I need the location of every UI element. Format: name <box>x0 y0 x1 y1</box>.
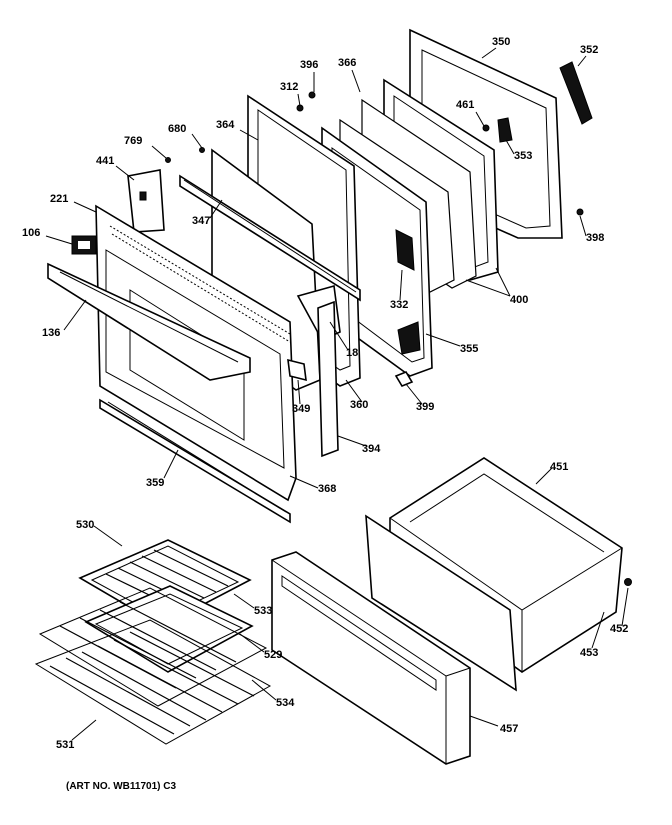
screw-769 <box>165 157 171 163</box>
clip-349 <box>287 358 307 382</box>
vent-rail-347 <box>179 174 361 302</box>
leader-lines <box>45 47 629 741</box>
screw-680 <box>199 147 205 153</box>
screw-398 <box>576 208 584 216</box>
callout-368: 368 <box>318 483 336 495</box>
broiler-pan-bottom-529 <box>84 585 254 673</box>
hinge-strip-352 <box>559 61 593 125</box>
callout-534: 534 <box>276 697 295 709</box>
callout-398: 398 <box>586 232 604 244</box>
callout-360: 360 <box>350 399 368 411</box>
block-399 <box>394 371 414 387</box>
callout-529: 529 <box>264 649 282 661</box>
clip-353 <box>497 117 513 143</box>
callout-453: 453 <box>580 647 598 659</box>
callout-769: 769 <box>124 135 142 147</box>
callout-106: 106 <box>22 227 40 239</box>
broiler-pan-530 <box>78 539 252 627</box>
callout-352: 352 <box>580 44 598 56</box>
callout-394: 394 <box>362 443 381 455</box>
callout-349: 349 <box>292 403 310 415</box>
bracket-441 <box>127 169 165 233</box>
callout-353: 353 <box>514 150 532 162</box>
callout-441: 441 <box>96 155 114 167</box>
callout-452: 452 <box>610 623 628 635</box>
callout-136: 136 <box>42 327 60 339</box>
bumper-452 <box>624 578 632 586</box>
latch-332 <box>395 229 415 271</box>
drawer-front-457 <box>271 551 471 765</box>
callout-451: 451 <box>550 461 568 473</box>
callout-312: 312 <box>280 81 298 93</box>
callout-533: 533 <box>254 605 272 617</box>
callout-355: 355 <box>460 343 478 355</box>
callout-457: 457 <box>500 723 518 735</box>
callout-396: 396 <box>300 59 318 71</box>
callout-531: 531 <box>56 739 74 751</box>
oven-rack-531 <box>34 619 272 745</box>
callout-530: 530 <box>76 519 94 531</box>
callout-366: 366 <box>338 57 356 69</box>
screw-396 <box>308 91 316 99</box>
callout-680: 680 <box>168 123 186 135</box>
art-number-label: (ART NO. WB11701) C3 <box>66 781 177 792</box>
drawer-side-453 <box>365 514 517 692</box>
callout-400: 400 <box>510 294 528 306</box>
callout-350: 350 <box>492 36 510 48</box>
callout-359: 359 <box>146 477 164 489</box>
callout-399: 399 <box>416 401 434 413</box>
latch-bracket <box>397 321 421 355</box>
bottom-trim-359 <box>99 398 291 524</box>
callout-332: 332 <box>390 299 408 311</box>
callout-461: 461 <box>456 99 474 111</box>
support-bar-394 <box>317 300 339 458</box>
clip-461 <box>482 124 490 132</box>
badge-106 <box>71 235 97 255</box>
callout-18: 18 <box>346 347 358 359</box>
callout-347: 347 <box>192 215 210 227</box>
callout-221: 221 <box>50 193 68 205</box>
callout-364: 364 <box>216 119 235 131</box>
door-handle-136 <box>47 262 251 381</box>
